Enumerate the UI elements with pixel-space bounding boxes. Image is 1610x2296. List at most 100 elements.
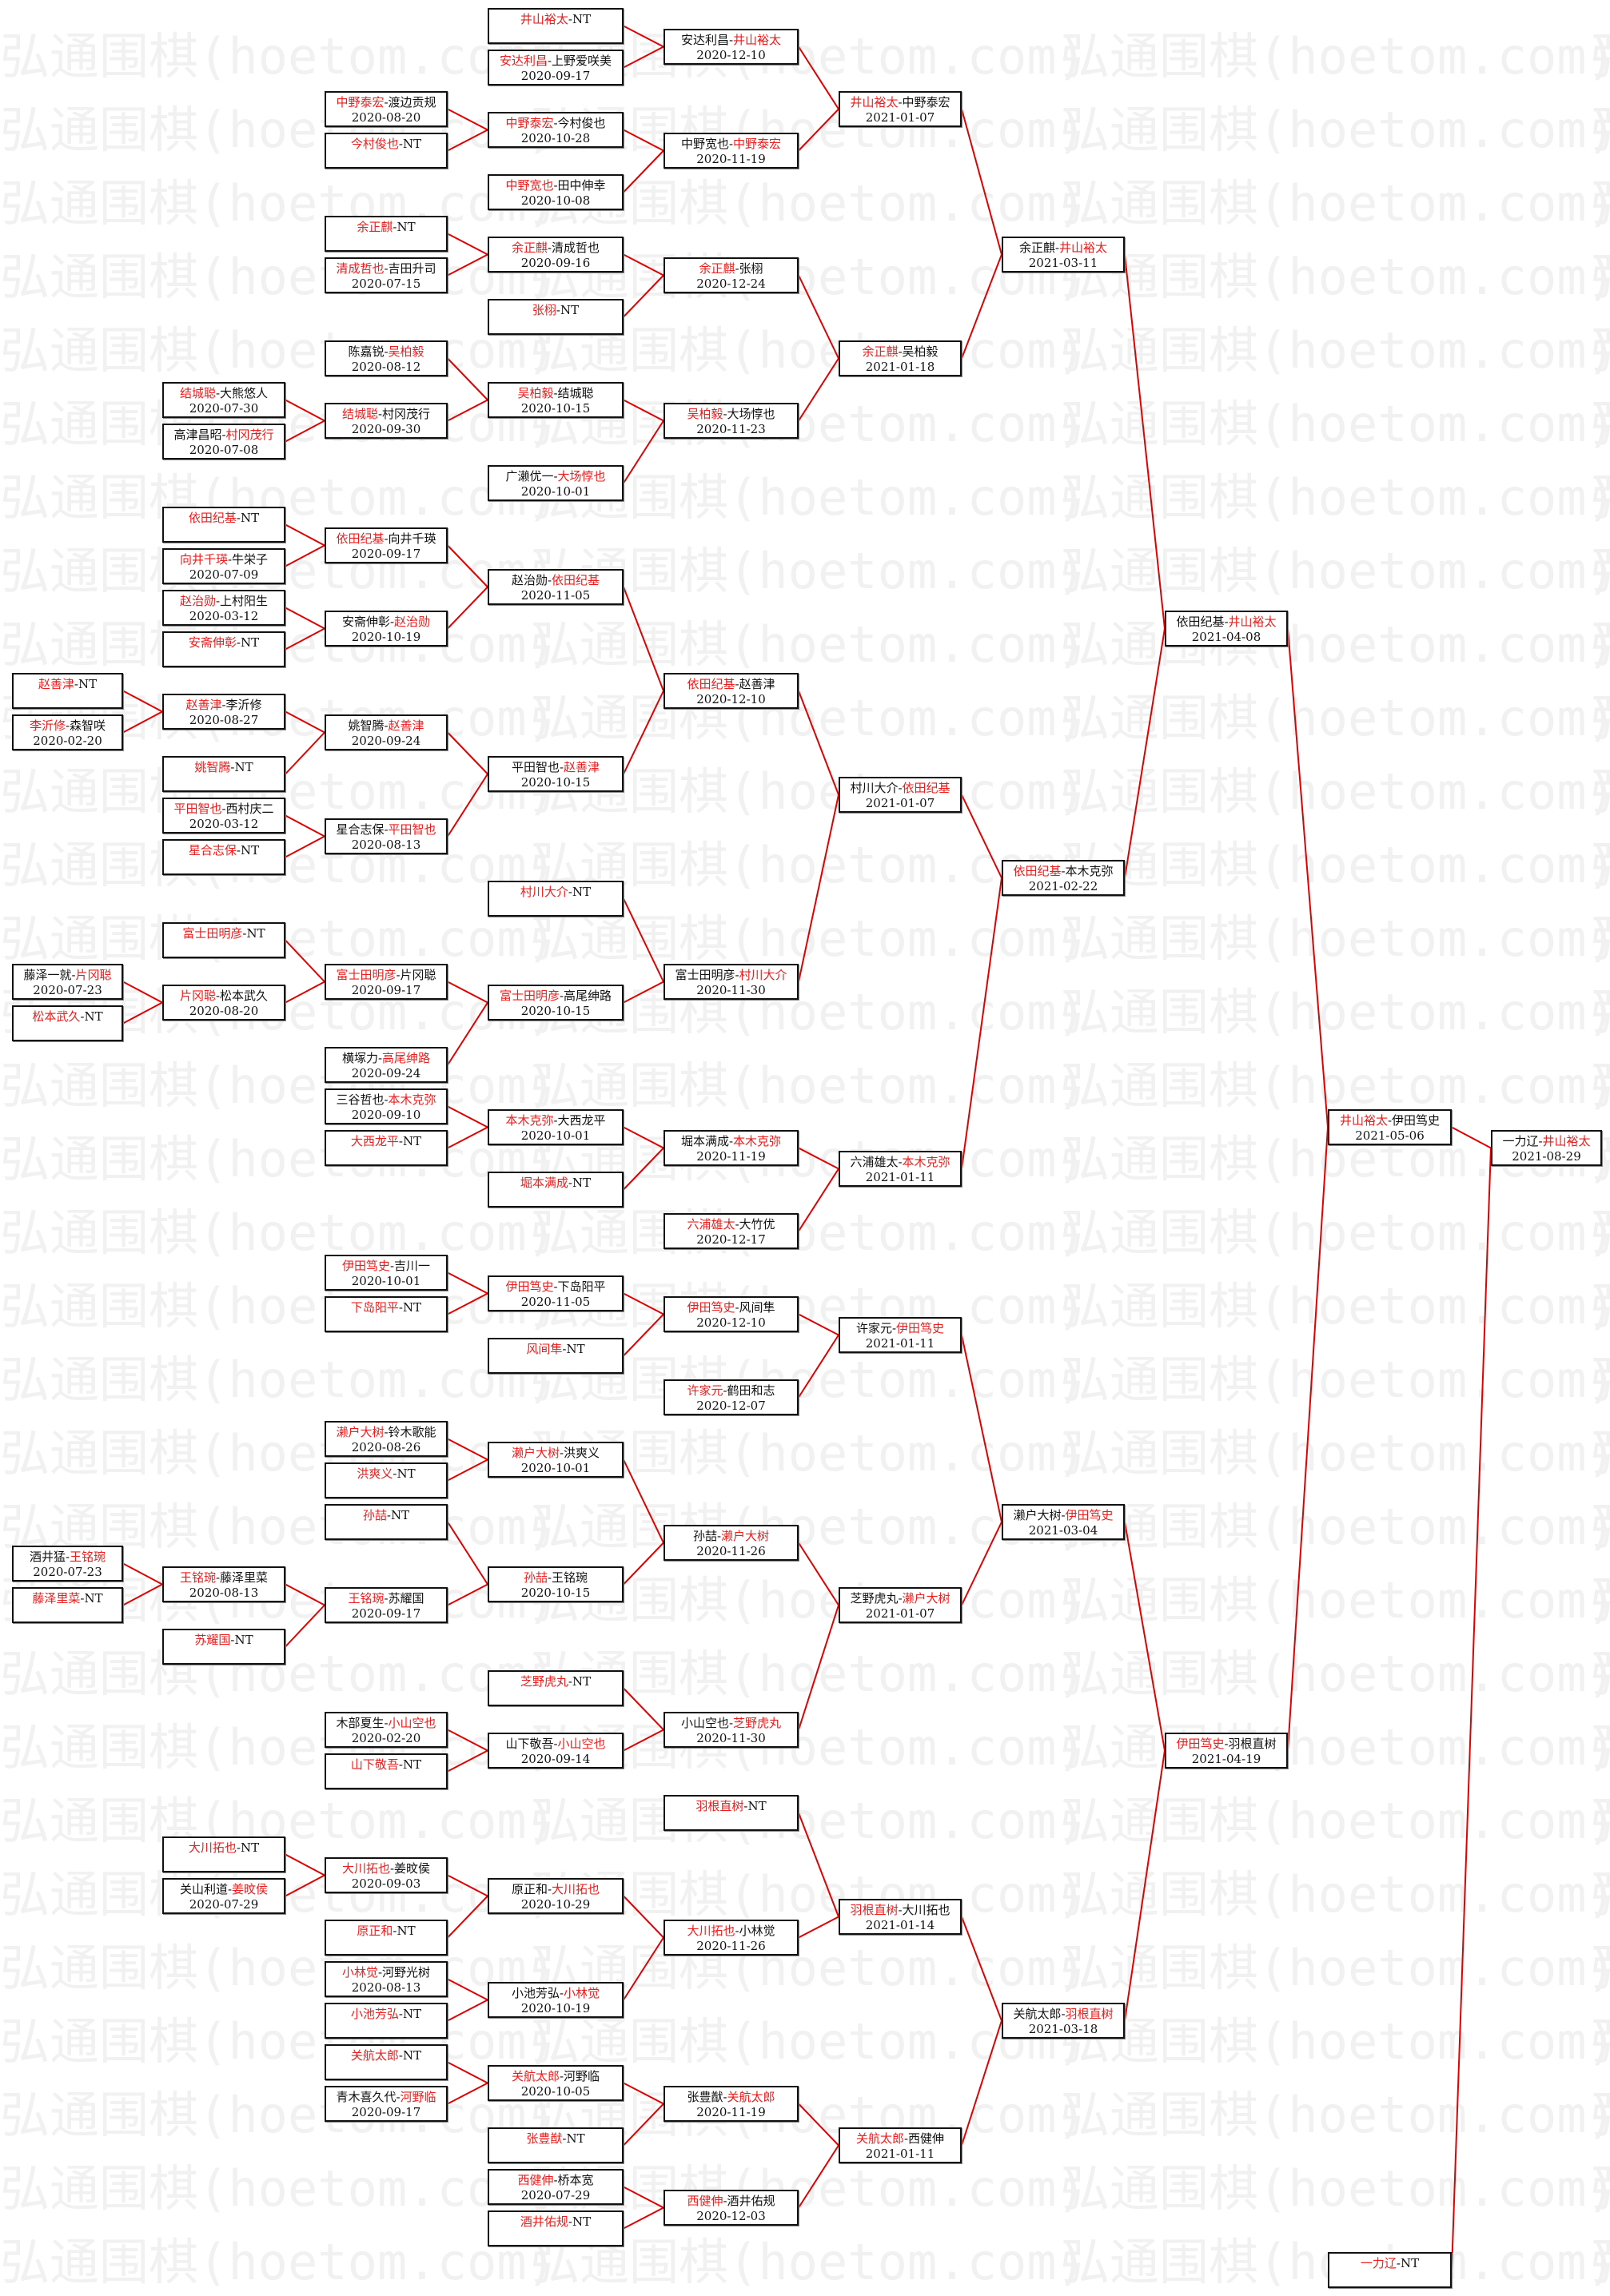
match-box[interactable]: 依田纪基-NT	[162, 507, 285, 543]
match-box[interactable]: 村川大介-NT	[488, 881, 624, 917]
match-box[interactable]: 安斋伸彰-NT	[162, 631, 285, 667]
match-box[interactable]: 堀本满成-NT	[488, 1172, 624, 1208]
match-box[interactable]: 松本武久-NT	[12, 1005, 123, 1041]
match-box[interactable]: 大川拓也-NT	[162, 1836, 285, 1872]
match-box[interactable]: 富士田明彦-NT	[162, 922, 285, 958]
match-box[interactable]: 藤泽里菜-NT	[12, 1587, 123, 1623]
match-box[interactable]: 孙喆-NT	[325, 1504, 448, 1540]
match-box[interactable]: 芝野虎丸-NT	[488, 1670, 624, 1706]
match-box[interactable]: 井山裕太-NT	[488, 8, 624, 44]
match-box[interactable]: 酒井佑规-NT	[488, 2210, 624, 2246]
match-box[interactable]: 羽根直树-NT	[664, 1795, 799, 1831]
match-box[interactable]: 今村俊也-NT	[325, 133, 448, 169]
match-box[interactable]: 洪爽义-NT	[325, 1462, 448, 1498]
match-box[interactable]: 张栩-NT	[488, 299, 624, 335]
match-box[interactable]: 山下敬吾-NT	[325, 1753, 448, 1789]
match-box[interactable]: 风间隼-NT	[488, 1338, 624, 1374]
match-box[interactable]: 大西龙平-NT	[325, 1130, 448, 1166]
match-box[interactable]: 关航太郎-NT	[325, 2044, 448, 2080]
match-box[interactable]: 赵善津-NT	[12, 673, 123, 709]
match-box[interactable]: 姚智腾-NT	[162, 756, 285, 792]
match-box[interactable]: 余正麒-NT	[325, 216, 448, 252]
match-box[interactable]: 下岛阳平-NT	[325, 1296, 448, 1332]
match-box[interactable]: 小池芳弘-NT	[325, 2003, 448, 2039]
match-box[interactable]: 原正和-NT	[325, 1920, 448, 1956]
match-box[interactable]: 苏耀国-NT	[162, 1629, 285, 1665]
match-box[interactable]: 张豊猷-NT	[488, 2127, 624, 2163]
match-box[interactable]: 星合志保-NT	[162, 839, 285, 875]
